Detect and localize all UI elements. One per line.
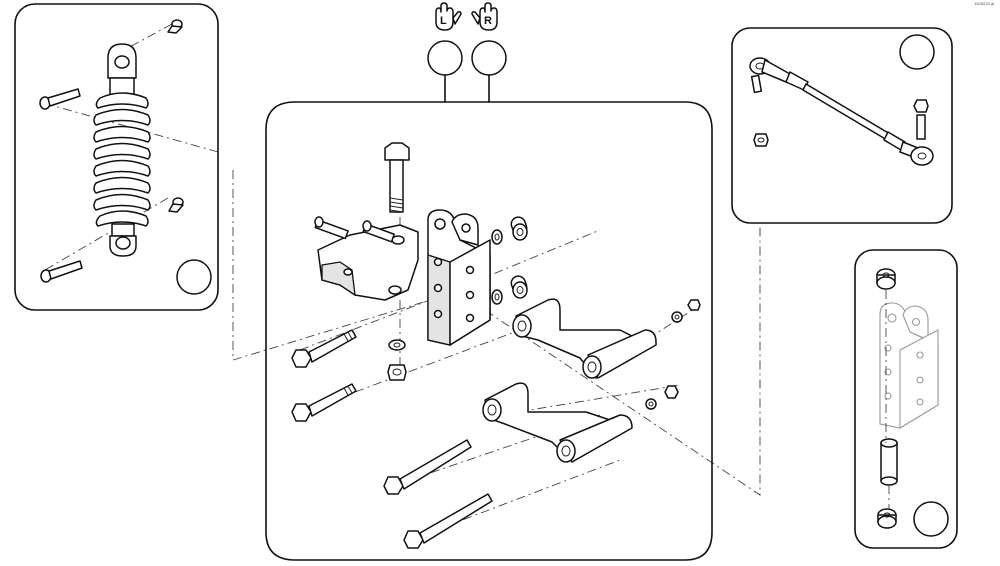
long-bolt-lower (291, 383, 357, 422)
spacer-tube (880, 438, 898, 486)
right-side-letter: R (484, 15, 492, 27)
top-bushing (876, 268, 896, 290)
tie-rod (749, 57, 934, 166)
long-bolt-upper (291, 329, 357, 368)
lower-arm-nut (645, 385, 679, 410)
plate-washer-nut (387, 339, 407, 381)
long-bolt-fourth (403, 493, 493, 549)
right-callout-bubble (471, 40, 507, 76)
main-suspension-panel (265, 101, 713, 561)
shock-panel-callout-bubble (176, 259, 212, 295)
shock-spring (93, 92, 151, 237)
left-callout-bubble (427, 40, 463, 76)
shock-bottom-bolt (40, 197, 184, 283)
u-bracket (427, 209, 491, 346)
shock-bottom-eye (109, 235, 137, 257)
right-hand-icon (471, 2, 498, 31)
bracket-panel-callout-bubble (913, 501, 949, 537)
shock-absorber-panel (14, 3, 219, 311)
vertical-bolt (384, 142, 410, 213)
tie-rod-callout-bubble (899, 34, 935, 70)
bracket-spacers (491, 216, 528, 305)
tie-rod-panel (731, 27, 953, 224)
mounting-plate (314, 216, 419, 301)
tie-rod-hardware (753, 99, 929, 147)
side-indicator-left: L (427, 2, 463, 103)
upper-swing-arm (512, 298, 657, 379)
left-hand-icon (435, 2, 462, 31)
upper-arm-nut (671, 299, 701, 323)
bottom-bushing (877, 508, 897, 529)
shock-top-bolt (39, 19, 183, 110)
long-bolt-third (383, 439, 472, 495)
left-side-letter: L (440, 15, 447, 27)
document-reference-code: 1525223.ai (974, 1, 994, 6)
bracket-spacer-panel (854, 249, 958, 549)
lower-swing-arm (482, 382, 633, 463)
side-indicator-right: R (471, 2, 507, 103)
ghost-bracket (879, 302, 939, 429)
shock-top-eye (107, 43, 137, 101)
